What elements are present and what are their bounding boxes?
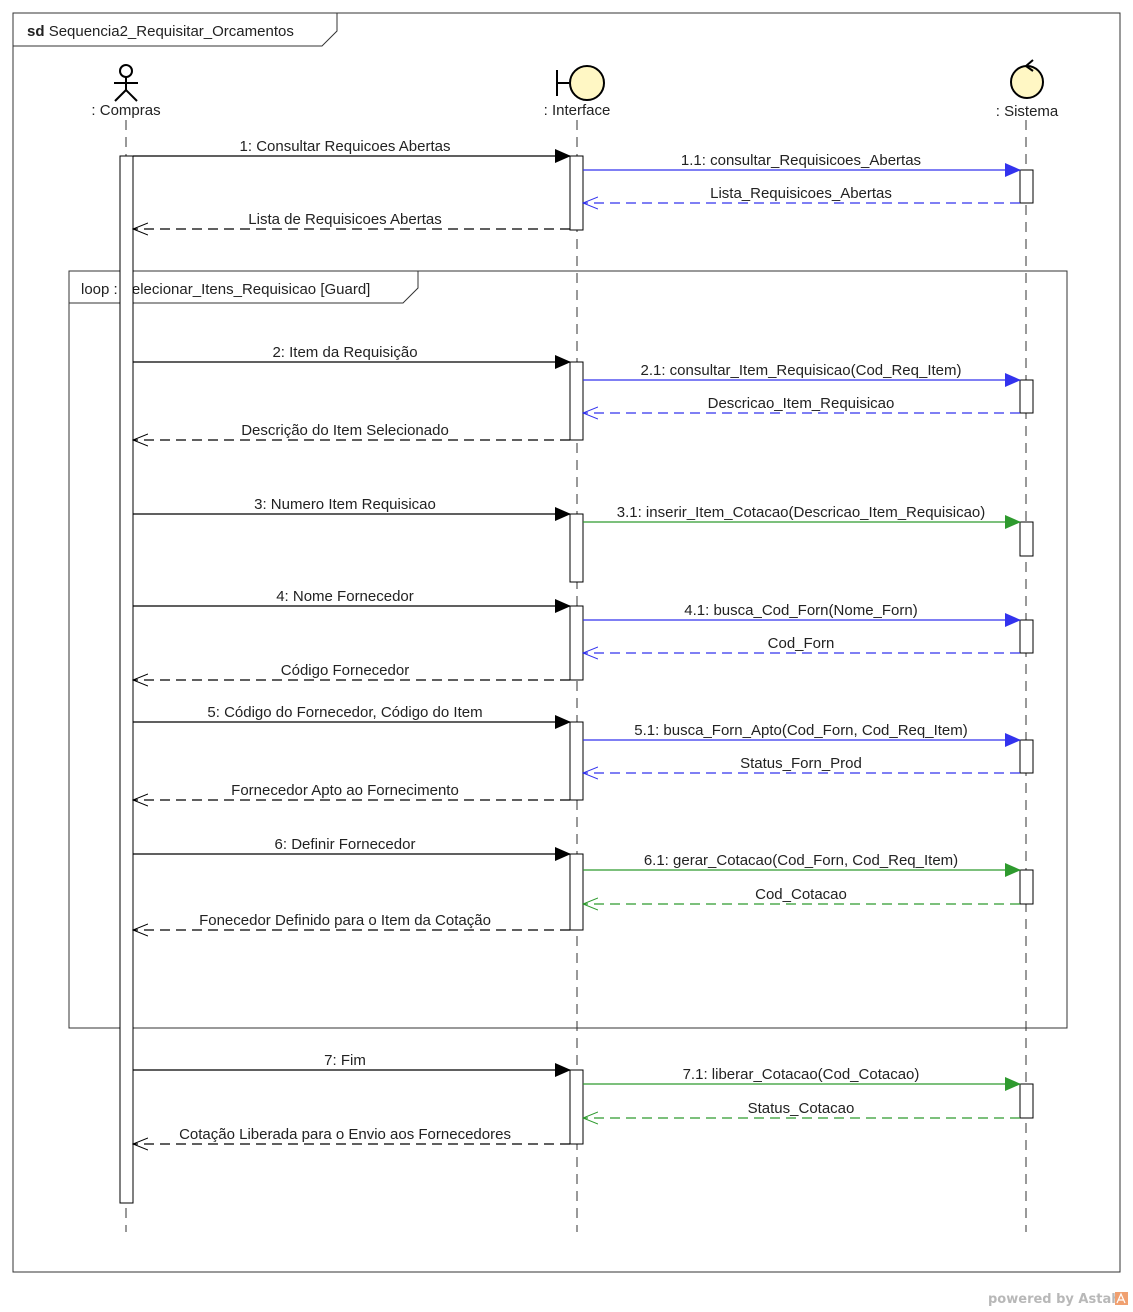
message-label-8: Descrição do Item Selecionado xyxy=(241,422,449,439)
message-label-1: 1: Consultar Requicoes Abertas xyxy=(240,138,451,155)
message-label-21: Cod_Cotacao xyxy=(755,886,847,903)
message-label-23: 7: Fim xyxy=(324,1052,366,1069)
message-label-25: Status_Cotacao xyxy=(748,1100,855,1117)
diagram-frame xyxy=(12,12,1121,1273)
message-label-22: Fonecedor Definido para o Item da Cotaçã… xyxy=(199,912,491,929)
messages: 1: Consultar Requicoes Abertas 1.1: consu… xyxy=(133,138,1021,1144)
message-label-2: 1.1: consultar_Requisicoes_Abertas xyxy=(681,152,921,169)
message-label-13: Cod_Forn xyxy=(768,635,835,652)
message-label-17: Status_Forn_Prod xyxy=(740,755,862,772)
activation-interface-3 xyxy=(569,513,584,583)
control-icon xyxy=(1010,59,1044,99)
message-label-7: Descricao_Item_Requisicao xyxy=(708,395,895,412)
frame-title-box xyxy=(13,13,338,47)
loop-label-box xyxy=(69,271,419,304)
loop-fragment xyxy=(68,270,1068,1029)
loop-label: loop : Selecionar_Itens_Requisicao [Guar… xyxy=(81,281,370,298)
activation-bars xyxy=(119,155,1034,1204)
astah-watermark: powered by Astah xyxy=(988,1292,1120,1307)
lifeline-label-interface: : Interface xyxy=(544,102,611,119)
message-label-26: Cotação Liberada para o Envio aos Fornec… xyxy=(179,1126,511,1143)
message-label-12: 4.1: busca_Cod_Forn(Nome_Forn) xyxy=(684,602,917,619)
activation-interface-6 xyxy=(569,853,584,931)
lifeline-label-compras: : Compras xyxy=(91,102,160,119)
message-label-10: 3.1: inserir_Item_Cotacao(Descricao_Item… xyxy=(617,504,986,521)
astah-logo-icon xyxy=(1115,1292,1128,1305)
activation-interface-4 xyxy=(569,605,584,681)
activation-sistema-2 xyxy=(1019,379,1034,414)
message-label-9: 3: Numero Item Requisicao xyxy=(254,496,436,513)
message-label-6: 2.1: consultar_Item_Requisicao(Cod_Req_I… xyxy=(641,362,962,379)
activation-sistema-6 xyxy=(1019,869,1034,905)
activation-interface-1 xyxy=(569,155,584,231)
activation-sistema-3 xyxy=(1019,521,1034,557)
activation-sistema-5 xyxy=(1019,739,1034,774)
message-label-20: 6.1: gerar_Cotacao(Cod_Forn, Cod_Req_Ite… xyxy=(644,852,958,869)
message-label-15: 5: Código do Fornecedor, Código do Item xyxy=(207,704,482,721)
message-label-18: Fornecedor Apto ao Fornecimento xyxy=(231,782,459,799)
activation-compras xyxy=(119,155,134,1204)
activation-sistema-4 xyxy=(1019,619,1034,654)
actor-icon xyxy=(114,64,138,102)
activation-sistema-1 xyxy=(1019,169,1034,204)
message-label-19: 6: Definir Fornecedor xyxy=(275,836,416,853)
frame-title: sd Sequencia2_Requisitar_Orcamentos xyxy=(27,23,294,40)
message-label-4: Lista de Requisicoes Abertas xyxy=(248,211,441,228)
activation-interface-5 xyxy=(569,721,584,801)
activation-interface-7 xyxy=(569,1069,584,1145)
message-label-3: Lista_Requisicoes_Abertas xyxy=(710,185,892,202)
message-label-16: 5.1: busca_Forn_Apto(Cod_Forn, Cod_Req_I… xyxy=(634,722,968,739)
message-label-24: 7.1: liberar_Cotacao(Cod_Cotacao) xyxy=(683,1066,920,1083)
lifeline-label-sistema: : Sistema xyxy=(996,103,1059,120)
activation-interface-2 xyxy=(569,361,584,441)
message-label-5: 2: Item da Requisição xyxy=(272,344,417,361)
message-label-14: Código Fornecedor xyxy=(281,662,409,679)
activation-sistema-7 xyxy=(1019,1083,1034,1119)
boundary-icon xyxy=(556,65,605,101)
message-label-11: 4: Nome Fornecedor xyxy=(276,588,414,605)
